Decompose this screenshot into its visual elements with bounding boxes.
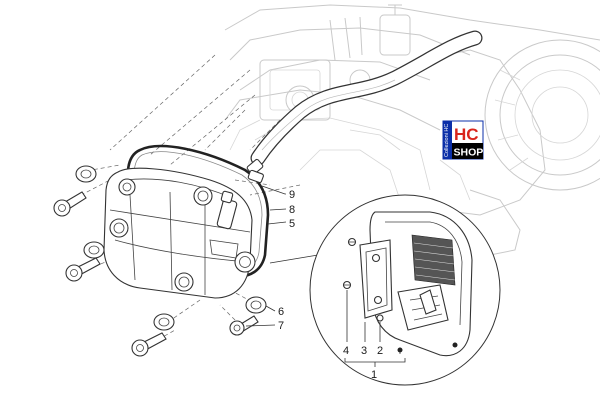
- callout-9: 9: [289, 189, 295, 201]
- hc-shop-logo: Collezioni HC HC SHOP: [442, 120, 484, 160]
- rivet: [376, 314, 384, 322]
- assembly-guide-lines: [61, 54, 301, 351]
- callout-1: 1: [371, 369, 377, 381]
- logo-text-top: HC: [454, 125, 479, 144]
- engine-assembly: [224, 4, 600, 256]
- cylinder-head-cover: [103, 167, 256, 299]
- washer: [153, 313, 175, 331]
- washer: [83, 241, 105, 259]
- callout-8: 8: [289, 204, 295, 216]
- callout-7: 7: [278, 320, 284, 332]
- logo-text-bottom: SHOP: [454, 147, 484, 159]
- bolt: [65, 257, 101, 282]
- callout-3: 3: [361, 345, 367, 357]
- callout-2: 2: [377, 345, 383, 357]
- bolt: [53, 191, 87, 217]
- bolt: [131, 332, 167, 357]
- breather-plate-detail: [269, 194, 501, 386]
- plug: [247, 169, 264, 184]
- washer: [245, 296, 267, 314]
- fasteners: [53, 165, 267, 357]
- callout-5: 5: [289, 218, 295, 230]
- screw: [342, 280, 352, 290]
- callout-leaders: [245, 185, 287, 327]
- callout-4: 4: [343, 345, 349, 357]
- logo-side-text: Collezioni HC: [444, 124, 450, 157]
- washer: [75, 165, 97, 183]
- bolt: [229, 315, 259, 336]
- breather-mesh: [411, 234, 456, 286]
- callout-6: 6: [278, 306, 284, 318]
- screw: [347, 237, 357, 247]
- breather-hose: [246, 30, 483, 176]
